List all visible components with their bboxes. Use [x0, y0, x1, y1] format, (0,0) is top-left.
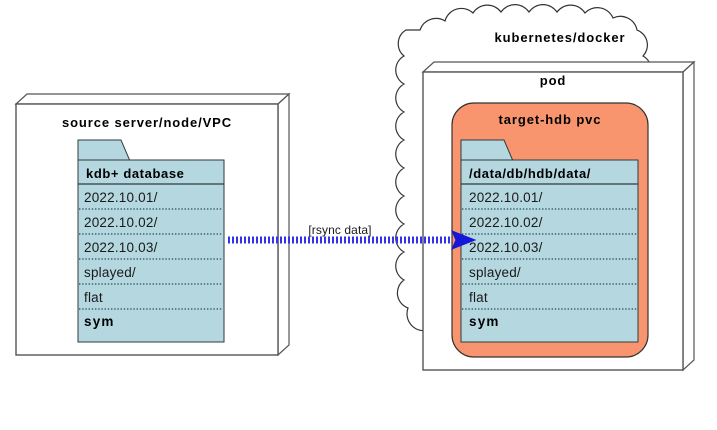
target-folder-row: sym — [469, 314, 500, 329]
source-folder-row: 2022.10.01/ — [84, 190, 158, 205]
target-folder-tab — [460, 139, 514, 162]
target-folder-row: flat — [469, 290, 488, 305]
target-folder-header: /data/db/hdb/data/ — [469, 166, 592, 181]
source-folder-row: flat — [84, 290, 103, 305]
target-folder — [460, 139, 639, 343]
source-folder-body — [77, 159, 225, 343]
target-folder-body — [460, 159, 639, 343]
source-folder-row: 2022.10.03/ — [84, 240, 158, 255]
rsync-edge-label: [rsync data] — [308, 223, 372, 237]
source-folder-row: 2022.10.02/ — [84, 215, 158, 230]
source-folder-header: kdb+ database — [86, 166, 185, 181]
target-folder-row: 2022.10.01/ — [469, 190, 543, 205]
pod-box-right-face — [682, 60, 695, 372]
cloud-title: kubernetes/docker — [494, 30, 626, 45]
rsync-connector — [228, 230, 477, 250]
rsync-arrowhead-icon — [451, 230, 477, 250]
source-container-title: source server/node/VPC — [61, 115, 233, 130]
pod-title: pod — [539, 73, 567, 88]
target-folder-row: splayed/ — [469, 265, 521, 280]
pvc-title: target-hdb pvc — [498, 112, 602, 127]
source-folder-row: sym — [84, 314, 115, 329]
source-folder — [77, 139, 225, 343]
source-folder-row: splayed/ — [84, 265, 136, 280]
target-folder-row: 2022.10.02/ — [469, 215, 543, 230]
target-folder-row: 2022.10.03/ — [469, 240, 543, 255]
pod-box-top-face — [421, 61, 696, 73]
source-box-top-face — [14, 93, 291, 105]
source-folder-tab — [77, 139, 131, 162]
